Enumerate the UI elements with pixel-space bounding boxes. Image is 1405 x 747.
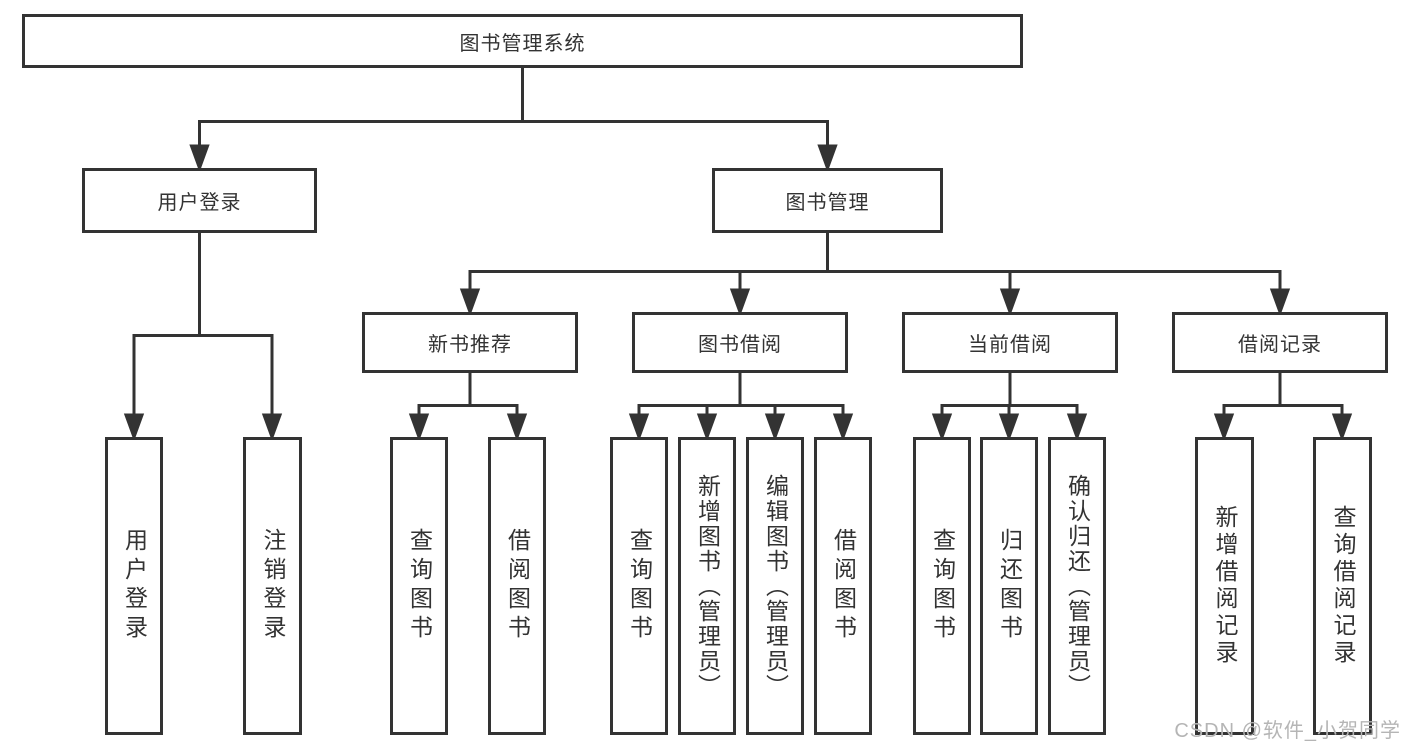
leaf-bb-add-book-admin: 新增图书（管理员） [678, 437, 736, 735]
node-root: 图书管理系统 [22, 14, 1023, 68]
leaf-cb-confirm-return-admin: 确认归还（管理员） [1048, 437, 1106, 735]
connector-root-to-level2 [189, 68, 838, 173]
node-book-mgmt: 图书管理 [712, 168, 943, 233]
node-book-borrow-label: 图书借阅 [698, 334, 782, 356]
node-borrow-record: 借阅记录 [1172, 312, 1388, 373]
leaf-br-add-record-label: 新增借阅记录 [1212, 505, 1238, 667]
node-current-borrow-label: 当前借阅 [968, 334, 1052, 356]
leaf-br-query-record-label: 查询借阅记录 [1330, 505, 1356, 667]
leaf-bb-add-book-admin-label: 新增图书（管理员） [694, 473, 721, 699]
leaf-br-add-record: 新增借阅记录 [1195, 437, 1254, 735]
node-book-borrow: 图书借阅 [632, 312, 848, 373]
node-new-book-recommend: 新书推荐 [362, 312, 578, 373]
leaf-nb-borrow-book-label: 借阅图书 [504, 528, 531, 644]
csdn-watermark: CSDN @软件_小贺同学 [1174, 720, 1401, 742]
node-root-label: 图书管理系统 [459, 32, 586, 55]
leaf-nb-query-book: 查询图书 [390, 437, 448, 735]
leaf-bb-edit-book-admin: 编辑图书（管理员） [746, 437, 804, 735]
leaf-cb-query-book-label: 查询图书 [929, 528, 956, 644]
leaf-bb-edit-book-admin-label: 编辑图书（管理员） [762, 473, 789, 699]
leaf-cb-return-book-label: 归还图书 [996, 528, 1023, 644]
leaf-bb-query-book-label: 查询图书 [626, 528, 653, 644]
leaf-logout: 注销登录 [243, 437, 302, 735]
leaf-cb-return-book: 归还图书 [980, 437, 1038, 735]
leaf-bb-borrow-book: 借阅图书 [814, 437, 872, 735]
connector-book-mgmt-to-level3 [459, 233, 1291, 317]
node-user-login: 用户登录 [82, 168, 317, 233]
connector-book-borrow-children [628, 373, 854, 442]
node-book-mgmt-label: 图书管理 [785, 192, 870, 214]
leaf-nb-query-book-label: 查询图书 [406, 528, 433, 644]
leaf-logout-label: 注销登录 [260, 528, 286, 644]
leaf-user-login: 用户登录 [105, 437, 163, 735]
leaf-br-query-record: 查询借阅记录 [1313, 437, 1372, 735]
connector-borrow-record-children [1213, 373, 1353, 442]
connector-current-borrow-children [931, 373, 1088, 442]
connector-new-book-children [408, 373, 528, 442]
node-borrow-record-label: 借阅记录 [1238, 334, 1322, 356]
leaf-cb-query-book: 查询图书 [913, 437, 971, 735]
leaf-cb-confirm-return-admin-label: 确认归还（管理员） [1064, 473, 1091, 699]
node-current-borrow: 当前借阅 [902, 312, 1118, 373]
node-new-book-recommend-label: 新书推荐 [428, 334, 512, 356]
node-user-login-label: 用户登录 [157, 192, 242, 214]
leaf-user-login-label: 用户登录 [121, 528, 148, 644]
leaf-nb-borrow-book: 借阅图书 [488, 437, 546, 735]
leaf-bb-borrow-book-label: 借阅图书 [830, 528, 857, 644]
connector-user-login-children [123, 233, 283, 442]
leaf-bb-query-book: 查询图书 [610, 437, 668, 735]
